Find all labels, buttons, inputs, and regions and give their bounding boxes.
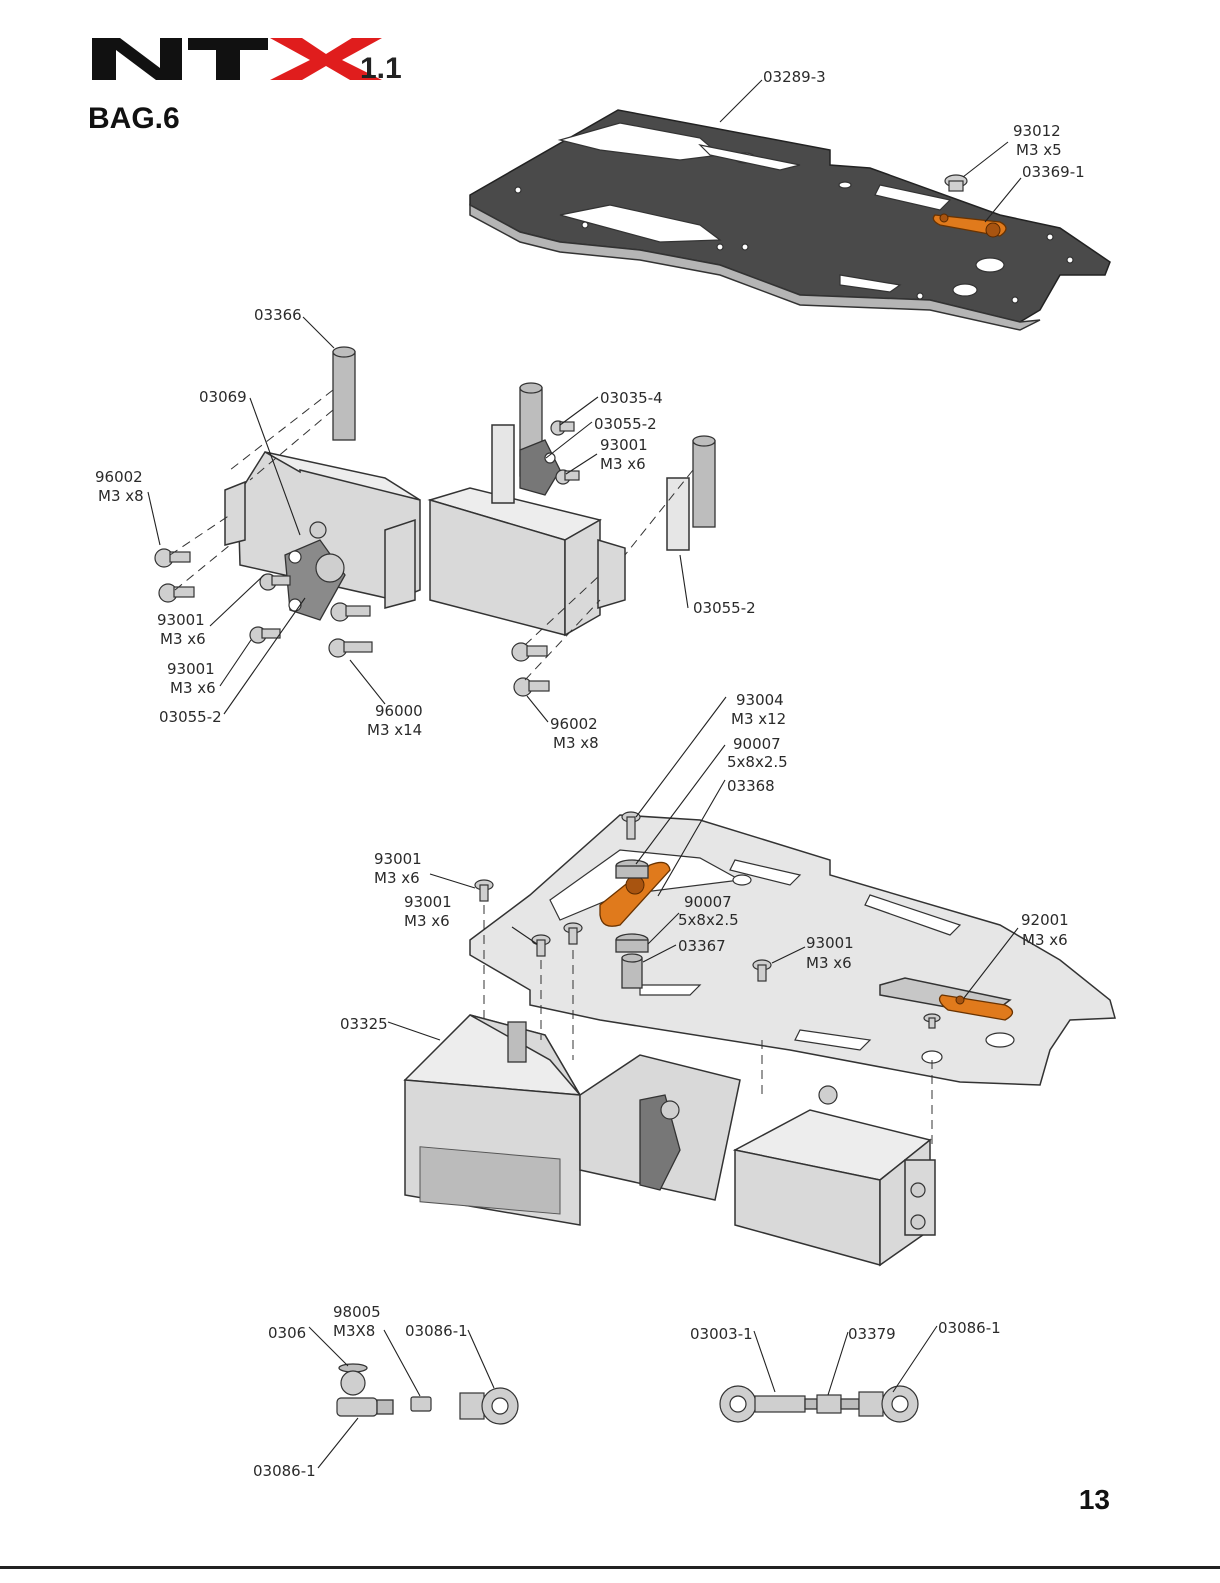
logo-version: 1.1	[360, 52, 402, 85]
orange-arm-03369-lower	[938, 994, 1014, 1021]
aluminium-chassis-plate	[469, 814, 1116, 1086]
label-screw-pivot-num: 93004	[736, 691, 784, 709]
right-servo	[427, 487, 626, 637]
set-screw-98005	[410, 1396, 432, 1412]
ball-stud-0306	[338, 1363, 368, 1396]
label-screw-lower-b-size: M3 x6	[170, 679, 216, 697]
servo-saver-03069	[284, 521, 346, 621]
label-screw-lower-a-size: M3 x6	[160, 630, 206, 648]
label-turnbuckle-left: 03003-1	[690, 1325, 753, 1343]
label-screw-long-num: 96000	[375, 702, 423, 720]
top-screw-93012	[944, 174, 968, 192]
bag-title: BAG.6	[88, 102, 180, 135]
lower-dashed-guides	[483, 905, 933, 1145]
spacer-03055-2-right	[666, 477, 690, 551]
label-bearing-top-num: 90007	[733, 735, 781, 753]
label-screw-left-size: M3 x8	[98, 487, 144, 505]
label-top-arm: 03369-1	[1022, 163, 1085, 181]
rod-end-03086-1-small	[336, 1397, 394, 1417]
orange-arm-03369-1	[932, 213, 1007, 238]
label-pivot-post: 03367	[678, 937, 726, 955]
part-labels: 03289-3 93012 M3 x5 03369-1 03366 03069 …	[95, 68, 1085, 1480]
servo-screws	[154, 420, 580, 697]
post-right	[692, 435, 716, 528]
label-arm-center: 03368	[727, 777, 775, 795]
label-turnbuckle-mid: 03379	[848, 1325, 896, 1343]
post-03366	[332, 346, 356, 441]
label-screw-mid-num: 93001	[600, 436, 648, 454]
label-post-mid: 03035-4	[600, 389, 663, 407]
label-screw-lower-a-num: 93001	[157, 611, 205, 629]
label-plate-screw-d-size: M3 x6	[1022, 931, 1068, 949]
label-screw-bottom-size: M3 x8	[553, 734, 599, 752]
label-bearing-top-size: 5x8x2.5	[727, 753, 788, 771]
label-screw-bottom-num: 96002	[550, 715, 598, 733]
label-spacer-lower-left: 03055-2	[159, 708, 222, 726]
orange-arm-03368	[599, 861, 671, 927]
label-rod-end-b: 03086-1	[253, 1462, 316, 1480]
label-screw-left-num: 96002	[95, 468, 143, 486]
ntx-logo: 1.1	[92, 38, 402, 85]
label-spacer-right: 03055-2	[693, 599, 756, 617]
plate-screws	[474, 879, 941, 1029]
label-spacer-mid: 03055-2	[594, 415, 657, 433]
label-screw-lower-b-num: 93001	[167, 660, 215, 678]
label-set-screw-num: 98005	[333, 1303, 381, 1321]
rod-end-03086-1-single	[459, 1387, 519, 1425]
servo-horn-mid	[519, 439, 561, 496]
label-top-chassis: 03289-3	[763, 68, 826, 86]
turnbuckle-assembly	[719, 1385, 919, 1423]
label-plate-screw-c-num: 93001	[806, 934, 854, 952]
label-screw-pivot-size: M3 x12	[731, 710, 786, 728]
receiver-box-03325	[403, 1014, 582, 1226]
label-plate-screw-b-num: 93001	[404, 893, 452, 911]
label-screw-mid-size: M3 x6	[600, 455, 646, 473]
label-receiver-box: 03325	[340, 1015, 388, 1033]
label-plate-screw-c-size: M3 x6	[806, 954, 852, 972]
label-post-left: 03366	[254, 306, 302, 324]
label-set-screw-size: M3X8	[333, 1322, 375, 1340]
leader-lines	[147, 79, 1022, 1469]
ntx-logo-mark	[92, 38, 382, 80]
page-number: 13	[1078, 1484, 1110, 1515]
label-screw-long-size: M3 x14	[367, 721, 422, 739]
label-ball-stud: 0306	[268, 1324, 306, 1342]
servo-dashed-guides	[169, 389, 694, 681]
label-servo-saver: 03069	[199, 388, 247, 406]
label-plate-screw-a-size: M3 x6	[374, 869, 420, 887]
label-bearing-low-size: 5x8x2.5	[678, 911, 739, 929]
label-top-screw-num: 93012	[1013, 122, 1061, 140]
label-plate-screw-d-num: 92001	[1021, 911, 1069, 929]
lower-servos	[579, 1054, 936, 1267]
label-bearing-low-num: 90007	[684, 893, 732, 911]
footer-rule	[0, 1566, 1220, 1569]
label-plate-screw-b-size: M3 x6	[404, 912, 450, 930]
label-top-screw-size: M3 x5	[1016, 141, 1062, 159]
spacer-03055-2-mid	[491, 424, 515, 504]
bearings-and-pivot	[615, 811, 649, 989]
label-plate-screw-a-num: 93001	[374, 850, 422, 868]
carbon-chassis-plate	[469, 109, 1111, 331]
label-rod-end-a: 03086-1	[405, 1322, 468, 1340]
label-turnbuckle-right: 03086-1	[938, 1319, 1001, 1337]
